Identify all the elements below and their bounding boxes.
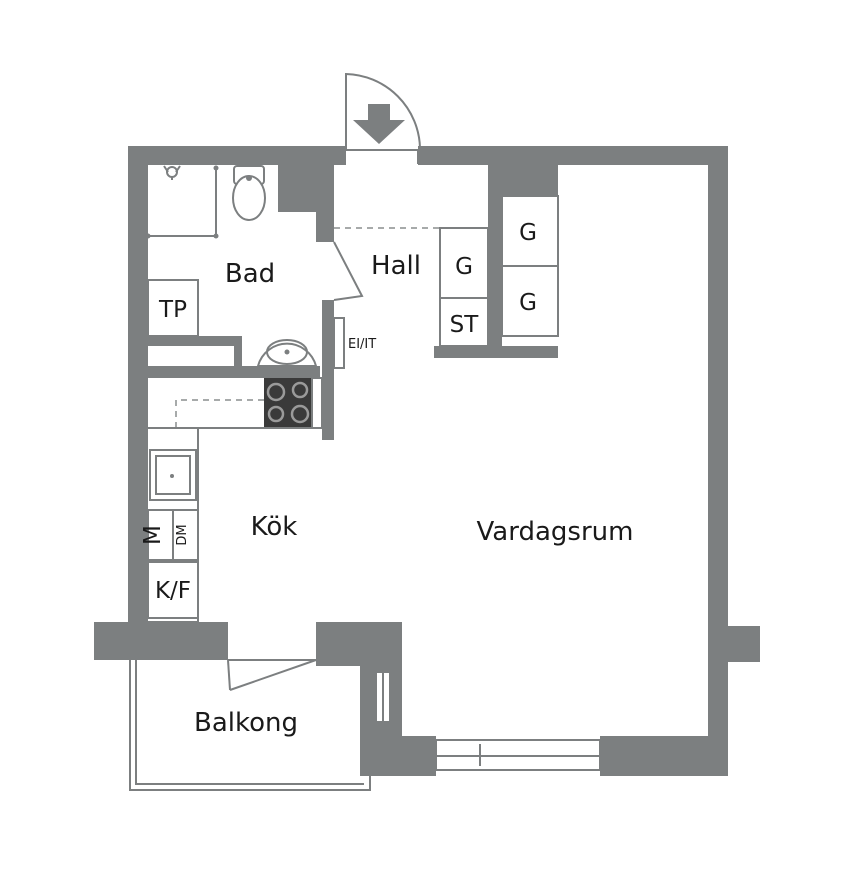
living-room-window (435, 739, 601, 771)
room-label-bad: Bad (225, 259, 275, 289)
arrow-down-icon (353, 104, 405, 144)
wardrobe-room-g-bottom: G (501, 265, 559, 337)
microwave-dishwasher: M DM (140, 509, 199, 561)
el-it-label: EI/IT (348, 337, 376, 352)
fridge-label: K/F (155, 578, 191, 604)
inner-walls (148, 164, 558, 440)
room-label-kok: Kök (251, 512, 298, 542)
toilet-icon (232, 165, 266, 221)
side-window (375, 671, 391, 723)
sink-icon (256, 339, 318, 367)
tp-fixture: TP (147, 279, 199, 337)
entrance-door[interactable] (345, 72, 421, 164)
fridge-freezer: K/F (147, 561, 199, 619)
wall-cabinet-line (175, 399, 264, 428)
balcony-outline (129, 660, 371, 791)
stove-icon (264, 377, 323, 429)
dishwasher-label: DM (175, 524, 190, 545)
kitchen-sink-icon (149, 449, 197, 501)
storage-st: ST (439, 297, 489, 347)
wardrobe-room-g-top: G (501, 195, 559, 267)
room-label-balkong: Balkong (194, 708, 298, 738)
wardrobe-label: G (519, 220, 537, 246)
wardrobe-label: G (519, 290, 537, 316)
balcony-door[interactable] (227, 659, 317, 691)
wardrobe-label: G (455, 254, 473, 280)
shower-icon (145, 165, 219, 239)
storage-label: ST (450, 312, 480, 338)
room-label-vardagsrum: Vardagsrum (477, 517, 634, 547)
bathroom-door[interactable] (333, 241, 364, 301)
tp-label: TP (158, 297, 187, 323)
microwave-label: M (140, 525, 166, 545)
electric-panel: EI/IT (333, 317, 376, 369)
wardrobe-hall-g: G (439, 227, 489, 299)
room-label-hall: Hall (371, 251, 421, 281)
outer-walls (94, 146, 760, 776)
